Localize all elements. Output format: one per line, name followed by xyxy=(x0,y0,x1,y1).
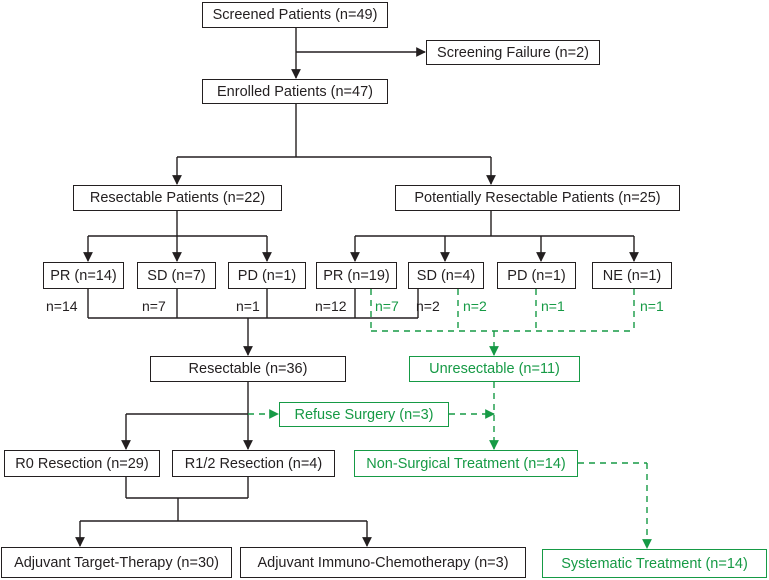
screened-patients-box: Screened Patients (n=49) xyxy=(202,2,388,28)
potentially-sd-resectable-count: n=2 xyxy=(416,298,440,314)
resectable-pr-count: n=14 xyxy=(46,298,78,314)
resectable-box: Resectable (n=36) xyxy=(150,356,346,382)
potentially-pd-count: n=1 xyxy=(541,298,565,314)
resectable-pd-box: PD (n=1) xyxy=(228,262,306,289)
adjuvant-target-therapy-box: Adjuvant Target-Therapy (n=30) xyxy=(1,547,232,578)
resectable-patients-box: Resectable Patients (n=22) xyxy=(73,185,282,211)
adjuvant-immuno-chemotherapy-box: Adjuvant Immuno-Chemotherapy (n=3) xyxy=(240,547,526,578)
potentially-pr-unresectable-count: n=7 xyxy=(375,298,399,314)
resectable-sd-box: SD (n=7) xyxy=(137,262,216,289)
unresectable-box: Unresectable (n=11) xyxy=(409,356,580,382)
enrolled-patients-box: Enrolled Patients (n=47) xyxy=(202,79,388,104)
potentially-pr-resectable-count: n=12 xyxy=(315,298,347,314)
potentially-pd-box: PD (n=1) xyxy=(497,262,576,289)
systematic-treatment-box: Systematic Treatment (n=14) xyxy=(542,549,767,578)
screening-failure-box: Screening Failure (n=2) xyxy=(426,40,600,65)
potentially-pr-box: PR (n=19) xyxy=(316,262,397,289)
resectable-sd-count: n=7 xyxy=(142,298,166,314)
r0-resection-box: R0 Resection (n=29) xyxy=(4,450,160,477)
resectable-pr-box: PR (n=14) xyxy=(43,262,124,289)
resectable-pd-count: n=1 xyxy=(236,298,260,314)
potentially-ne-count: n=1 xyxy=(640,298,664,314)
non-surgical-treatment-box: Non-Surgical Treatment (n=14) xyxy=(354,450,578,477)
potentially-sd-box: SD (n=4) xyxy=(408,262,484,289)
r12-resection-box: R1/2 Resection (n=4) xyxy=(172,450,335,477)
refuse-surgery-box: Refuse Surgery (n=3) xyxy=(279,402,449,427)
potentially-ne-box: NE (n=1) xyxy=(592,262,672,289)
potentially-sd-unresectable-count: n=2 xyxy=(463,298,487,314)
potentially-resectable-patients-box: Potentially Resectable Patients (n=25) xyxy=(395,185,680,211)
